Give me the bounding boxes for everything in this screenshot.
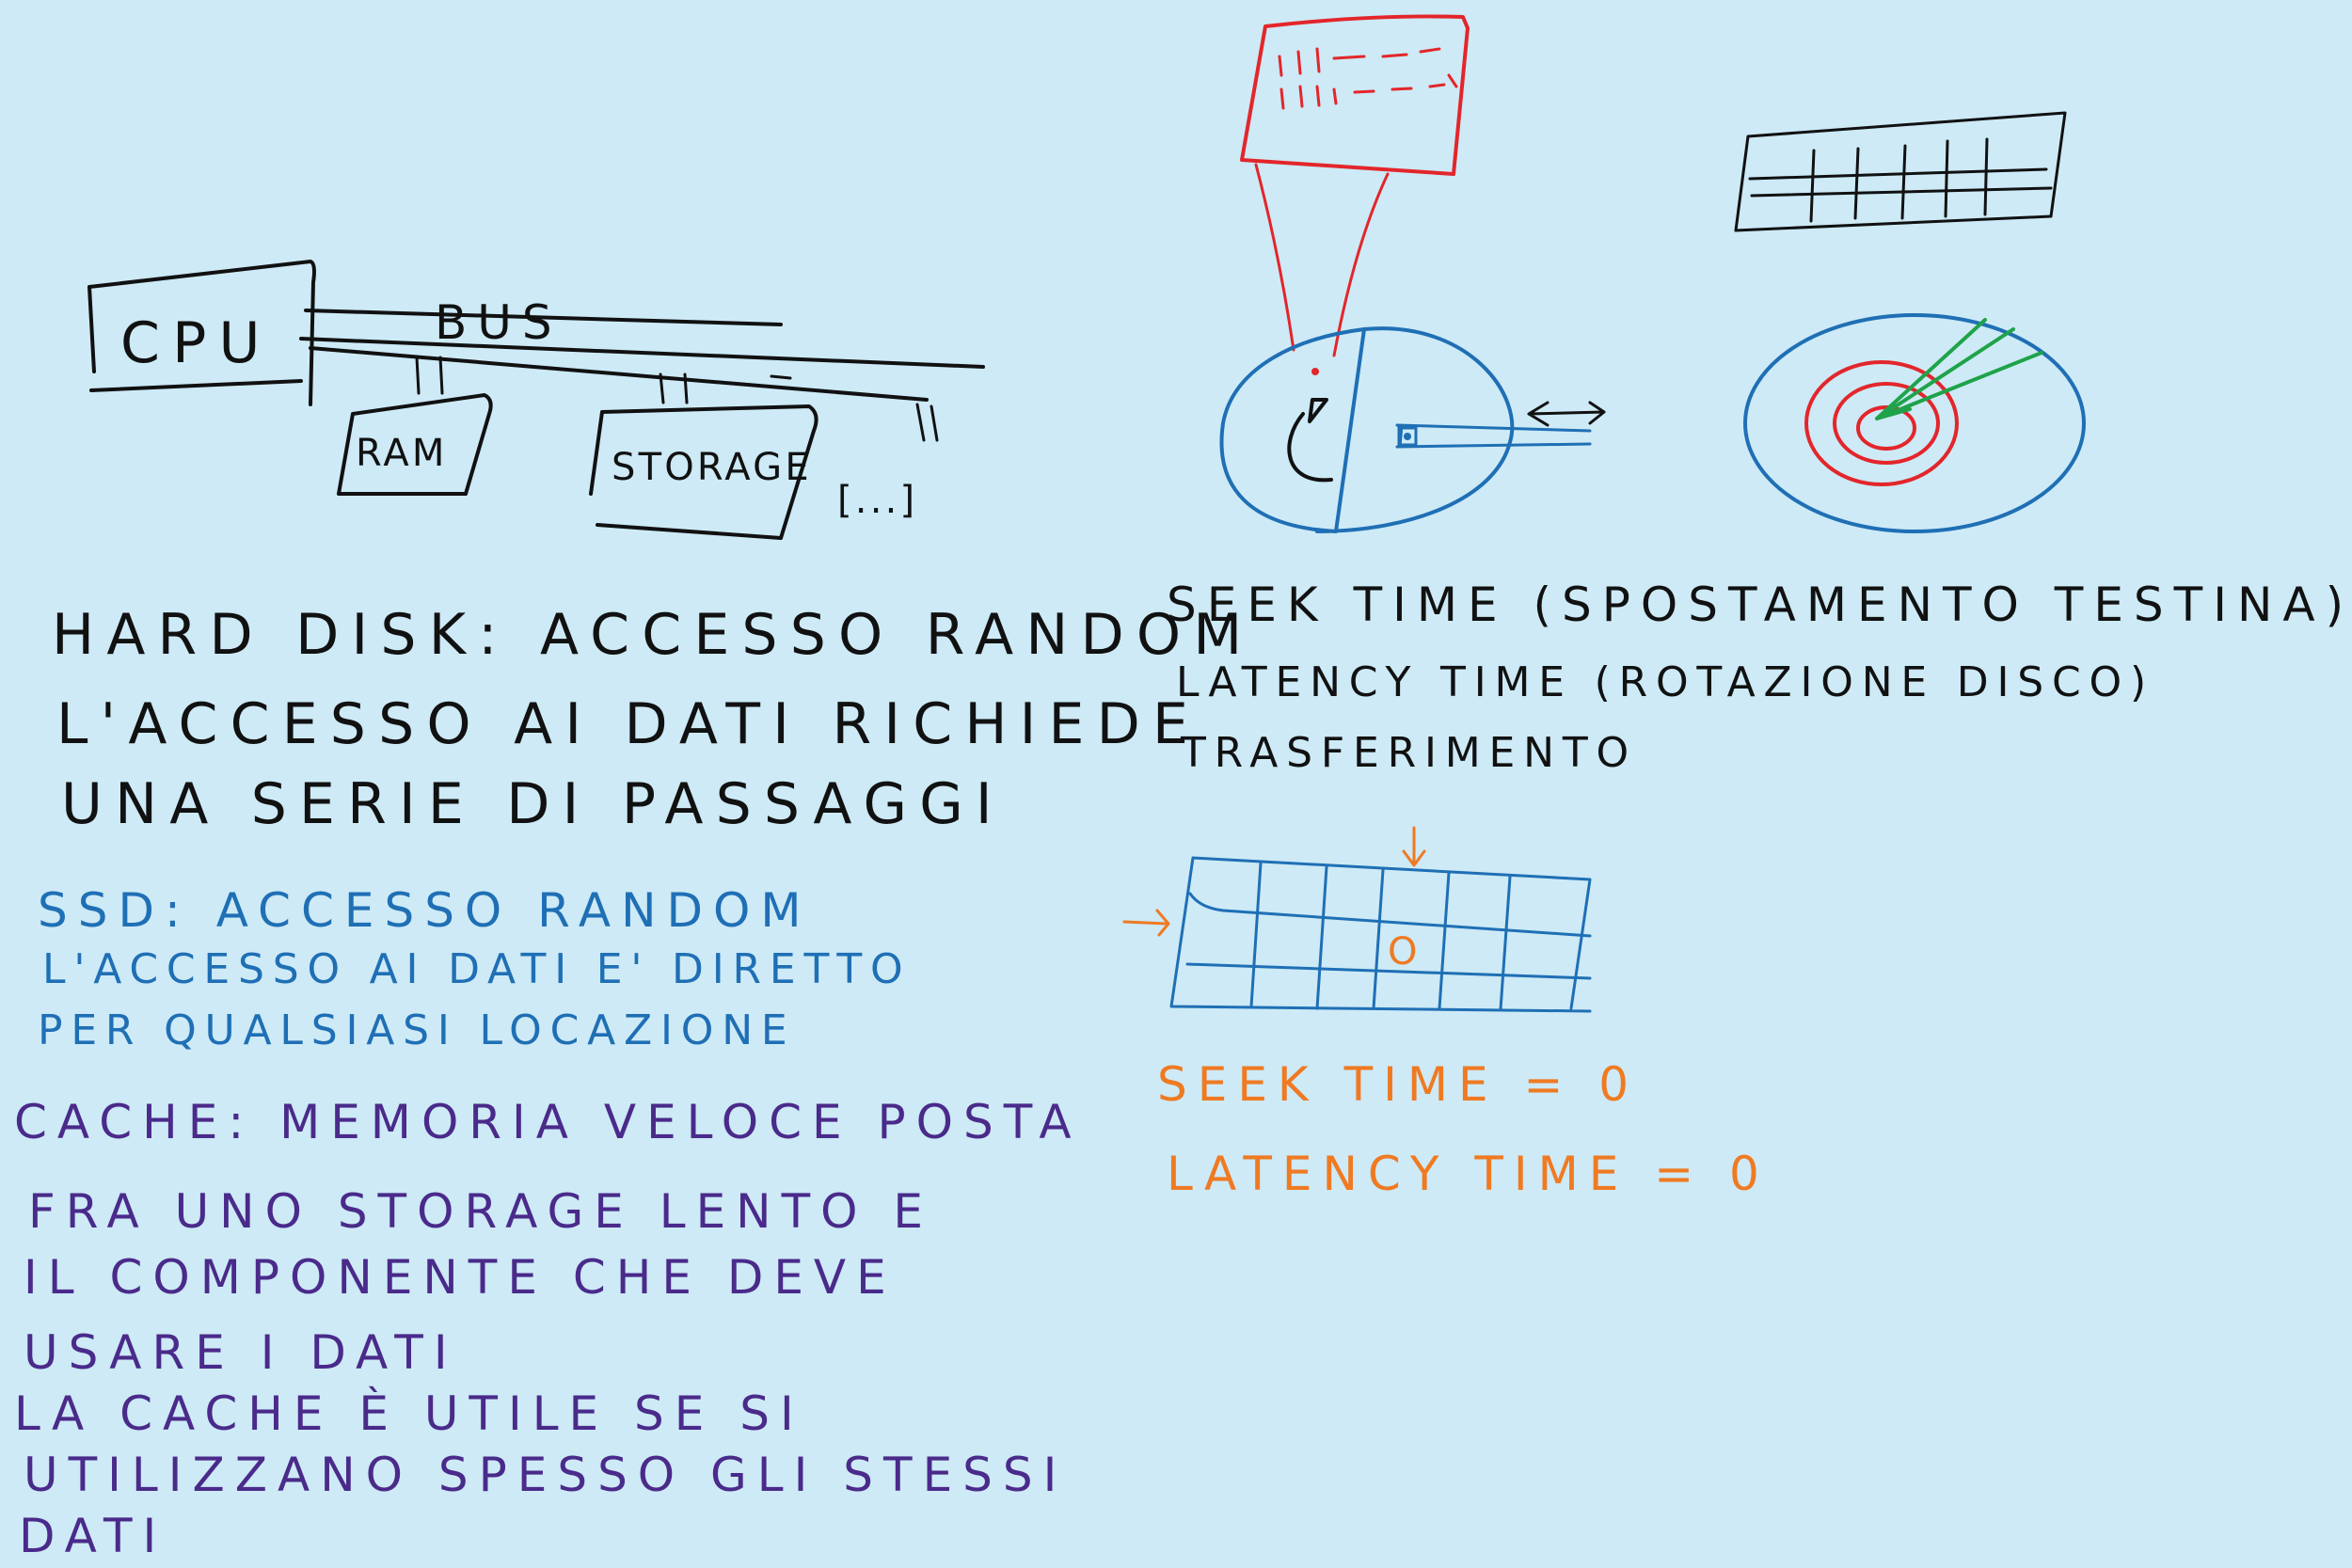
- disk-spindle: [1287, 398, 1333, 483]
- cache-note-line: CACHE: MEMORIA VELOCE POSTA: [14, 1095, 1082, 1149]
- ssd-note-line: PER QUALSIASI LOCAZIONE: [38, 1006, 796, 1054]
- cache-notes: CACHE: MEMORIA VELOCE POSTA FRA UNO STOR…: [14, 1095, 1082, 1563]
- double-arrow-icon: [1527, 401, 1606, 427]
- disk-time-notes: SEEK TIME (SPOSTAMENTO TESTINA) LATENCY …: [1167, 578, 2352, 777]
- cpu-label: CPU: [120, 310, 273, 376]
- track-diagram: [1734, 111, 2086, 533]
- target-ring-mid: [1833, 382, 1940, 465]
- architecture-diagram: CPU BUS RAM STORAGE [...]: [87, 260, 985, 540]
- cache-note-line: LA CACHE È UTILE SE SI: [14, 1386, 804, 1441]
- projection-point: [1311, 368, 1319, 375]
- disk-time-note-line: LATENCY TIME (ROTAZIONE DISCO): [1176, 658, 2154, 706]
- cache-note-line: DATI: [19, 1509, 167, 1563]
- target-ring-outer: [1804, 360, 1959, 486]
- bus-label: BUS: [435, 295, 563, 350]
- ssd-grid-cols: [1249, 862, 1512, 1011]
- disk-platter-diagram: [1219, 14, 1606, 533]
- target-ring-inner: [1856, 405, 1916, 451]
- hard-disk-note-line: L'ACCESSO AI DATI RICHIEDE: [56, 691, 1200, 757]
- ssd-notes: SSD: ACCESSO RANDOM L'ACCESSO AI DATI E'…: [38, 883, 911, 1054]
- disk-head-icon: [1397, 426, 1418, 447]
- magnified-block: [1240, 14, 1470, 176]
- magnified-block-marks: [1278, 47, 1458, 110]
- ssd-time-note-line: SEEK TIME = 0: [1157, 1057, 1639, 1112]
- projection-line-left: [1254, 163, 1295, 352]
- hard-disk-note-line: HARD DISK: ACCESSO RANDOM: [52, 602, 1254, 668]
- storage-box: [589, 404, 818, 540]
- disk-time-note-line: TRASFERIMENTO: [1180, 729, 1637, 777]
- ssd-time-notes: SEEK TIME = 0 LATENCY TIME = 0: [1157, 1057, 1770, 1201]
- ram-label: RAM: [356, 432, 448, 475]
- cpu-box: [87, 260, 316, 406]
- cache-note-line: UTILIZZANO SPESSO GLI STESSI: [24, 1448, 1067, 1502]
- bus-line-bottom: [309, 346, 929, 402]
- bus-line-top: [304, 309, 783, 326]
- disk-arm: [1395, 423, 1592, 449]
- ssd-note-line: SSD: ACCESSO RANDOM: [38, 883, 812, 938]
- projection-line-right: [1332, 172, 1390, 357]
- hard-disk-notes: HARD DISK: ACCESSO RANDOM L'ACCESSO AI D…: [52, 602, 1254, 837]
- storage-connector: [659, 372, 792, 404]
- disk-platter: [1219, 326, 1515, 533]
- other-connector: [915, 403, 939, 442]
- ssd-grid-diagram: O: [1122, 826, 1592, 1013]
- target-disk: [1743, 313, 2086, 533]
- ram-connector: [415, 356, 444, 395]
- cache-note-line: IL COMPONENTE CHE DEVE: [24, 1250, 897, 1305]
- ram-box: [337, 393, 493, 496]
- cache-note-line: FRA UNO STORAGE LENTO E: [28, 1184, 933, 1239]
- hard-disk-note-line: UNA SERIE DI PASSAGGI: [61, 771, 1005, 837]
- ssd-grid-arrow-top: [1402, 826, 1426, 867]
- ssd-grid-marker: O: [1388, 930, 1422, 974]
- ssd-grid-outline: [1169, 856, 1592, 1013]
- ssd-time-note-line: LATENCY TIME = 0: [1167, 1147, 1770, 1201]
- bus-line-mid: [299, 337, 985, 369]
- target-rays: [1875, 318, 2043, 420]
- cache-note-line: USARE I DATI: [24, 1325, 458, 1380]
- other-label: [...]: [837, 479, 917, 522]
- ssd-grid-arrow-left: [1122, 909, 1170, 937]
- track-grid: [1734, 111, 2067, 232]
- disk-time-note-line: SEEK TIME (SPOSTAMENTO TESTINA): [1167, 578, 2352, 632]
- storage-label: STORAGE: [612, 446, 812, 489]
- track-grid-dividers: [1809, 137, 1989, 223]
- ssd-note-line: L'ACCESSO AI DATI E' DIRETTO: [42, 945, 911, 993]
